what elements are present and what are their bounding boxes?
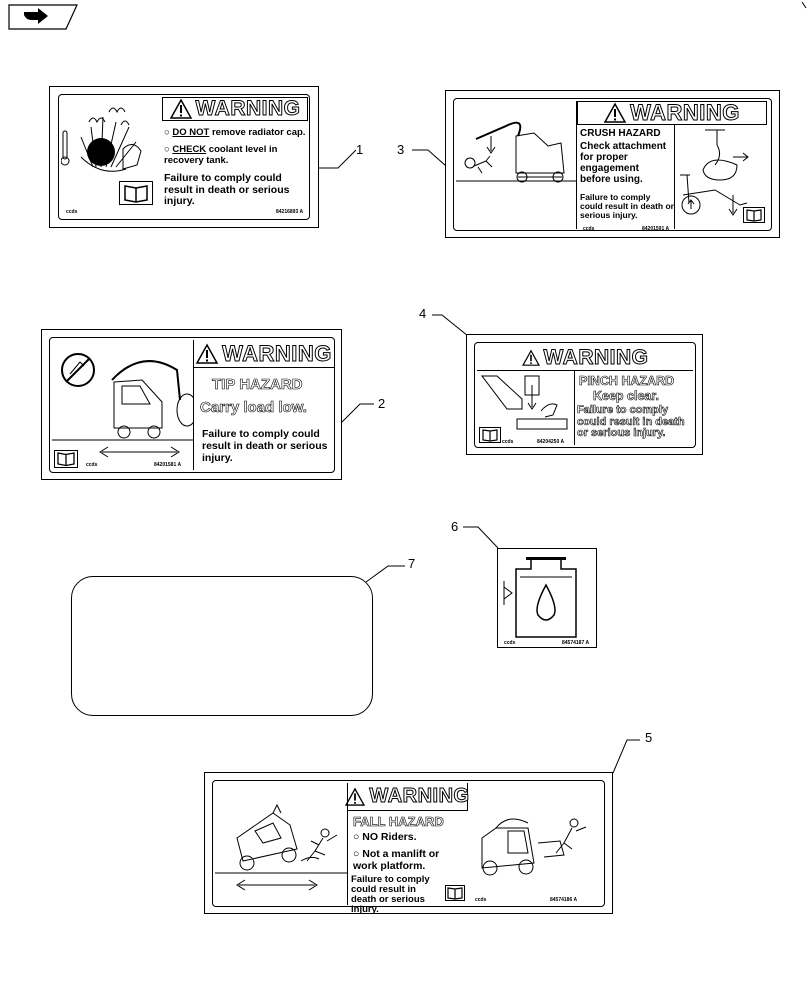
corner-mark <box>801 1 807 9</box>
manual-book-icon <box>119 181 153 205</box>
leader-line-7 <box>365 565 405 583</box>
decal-1-radiator-warning: ccds WARNING ○ DO NOT remove radiator ca… <box>49 86 319 228</box>
decal-3-part-number: 84201591 A <box>642 226 670 232</box>
decal-3-warning-header: WARNING <box>577 100 767 126</box>
leader-line-6 <box>463 526 499 549</box>
loader-crush-pictogram <box>456 121 576 183</box>
decal-2-warning-header: WARNING <box>194 340 334 368</box>
decal-2-tip-warning: ccds 84201581 A WARNING TIP HAZARD Carry… <box>41 329 342 480</box>
decal-2-consequence: Failure to comply could result in death … <box>202 428 328 465</box>
attachment-pictogram <box>680 129 749 216</box>
decal-3-instruction: Check attachment for proper engagement b… <box>580 141 667 185</box>
hydraulic-fluid-icon <box>503 557 577 638</box>
decal-5-pictogram-right <box>468 783 604 905</box>
decal-5-bullet-1: ○ NO Riders. <box>353 831 417 843</box>
callout-3: 3 <box>397 142 405 157</box>
decal-4-pictogram <box>477 371 575 445</box>
decal-2-instruction: Carry load low. <box>200 399 308 416</box>
navigation-button[interactable] <box>8 4 78 30</box>
decal-4-consequence: Failure to comply could result in death … <box>577 404 685 440</box>
decal-3-pictogram-left <box>456 101 577 229</box>
manual-book-icon <box>479 427 501 443</box>
decal-4-pinch-warning: WARNING ccds 84204250 A PINCH HAZARD Kee… <box>466 334 703 455</box>
pinch-pictogram <box>480 375 568 430</box>
decal-5-bullet-2: ○ Not a manlift or work platform. <box>353 848 440 872</box>
decal-2-part-number: 84201581 A <box>154 462 182 468</box>
leader-line-3 <box>412 149 447 167</box>
decal-4-warning-header: WARNING <box>477 345 693 371</box>
decal-5-part-number: 84574186 A <box>550 897 578 903</box>
decal-5-warning-header: WARNING <box>345 783 470 811</box>
callout-2: 2 <box>378 396 386 411</box>
decal-5-consequence: Failure to comply could result in death … <box>351 874 430 915</box>
callout-6: 6 <box>451 519 459 534</box>
decal-1-warning-header: WARNING <box>162 97 308 121</box>
decal-3-hazard: CRUSH HAZARD <box>580 128 661 139</box>
decal-1-line-2: ○ CHECK coolant level in recovery tank. <box>164 144 278 166</box>
decal-7-blank <box>71 576 373 716</box>
callout-1: 1 <box>356 142 364 157</box>
decal-3-consequence: Failure to comply could result in death … <box>580 192 674 220</box>
decal-1-pictogram <box>61 97 159 217</box>
decal-2-pictogram <box>52 340 194 470</box>
decal-3-brand: ccds <box>583 226 595 232</box>
decal-1-line-1: ○ DO NOT remove radiator cap. <box>164 127 306 138</box>
decal-5-brand: ccds <box>475 897 487 903</box>
decal-4-brand: ccds <box>502 439 514 445</box>
callout-4: 4 <box>419 306 427 321</box>
decal-4-instruction: Keep clear. <box>593 389 660 403</box>
callout-5: 5 <box>645 730 653 745</box>
warning-triangle-icon <box>603 102 627 123</box>
loader-rider-pictogram <box>481 818 587 876</box>
decal-1-consequence: Failure to comply could result in death … <box>164 172 290 208</box>
leader-line-1 <box>318 149 357 169</box>
decal-4-hazard: PINCH HAZARD <box>579 374 675 388</box>
decal-1-brand: ccds <box>66 209 78 215</box>
decal-5-fall-warning: WARNING FALL HAZARD ○ NO Riders. ○ Not a… <box>204 772 613 914</box>
decal-3-crush-warning: WARNING CRUSH HAZARD Check attachment fo… <box>445 90 780 238</box>
decal-6-fluid-pictogram: ccds 84574187 A <box>497 548 597 648</box>
decal-3-pictogram-right <box>675 125 767 229</box>
manual-book-icon <box>445 885 465 901</box>
steam-burst-icon <box>61 107 142 172</box>
decal-1-part-number: 84216893 A <box>276 209 304 215</box>
decal-5-pictogram-left <box>215 783 348 905</box>
leader-line-5 <box>612 739 640 774</box>
decal-6-brand: ccds <box>504 640 516 646</box>
manual-book-icon <box>743 207 765 223</box>
warning-triangle-icon <box>195 342 219 364</box>
decal-4-part-number: 84204250 A <box>537 439 565 445</box>
decal-2-brand: ccds <box>86 462 98 468</box>
manual-book-icon <box>54 450 78 468</box>
decal-6-part-number: 84574187 A <box>562 640 590 646</box>
warning-triangle-icon <box>345 787 366 806</box>
leader-line-4 <box>432 314 469 337</box>
navigation-arrow-icon <box>8 4 78 30</box>
rider-fall-pictogram <box>215 803 347 891</box>
decal-5-hazard: FALL HAZARD <box>353 814 444 829</box>
warning-triangle-icon <box>521 349 540 366</box>
warning-triangle-icon <box>169 98 192 119</box>
tip-hazard-pictogram <box>52 353 193 458</box>
leader-line-2 <box>341 403 374 423</box>
decal-2-hazard: TIP HAZARD <box>212 376 303 393</box>
callout-7: 7 <box>408 556 416 571</box>
